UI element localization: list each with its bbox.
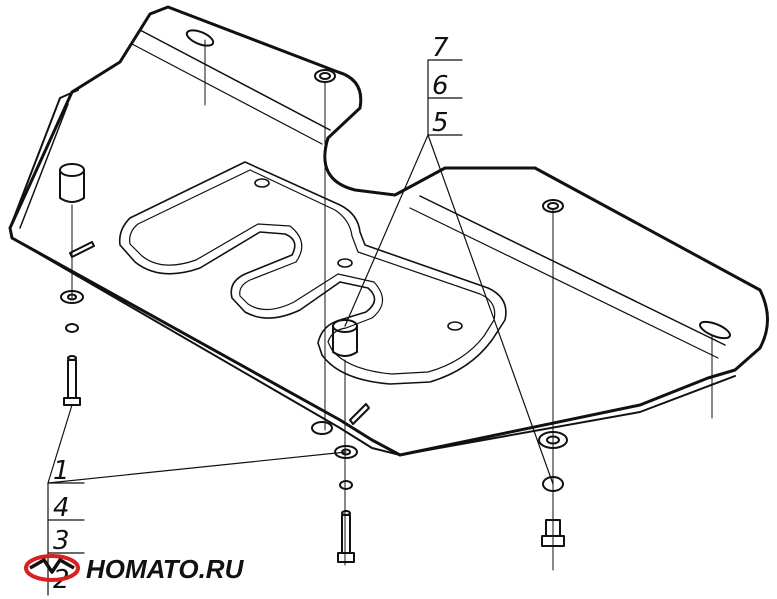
weld-nut-top: [314, 69, 336, 83]
hole-lower: [447, 321, 463, 331]
assembly-axes: [71, 39, 713, 571]
callout-leaders-left: [47, 404, 347, 596]
callout-7: 7: [432, 33, 449, 63]
left-flange-inner: [19, 103, 69, 229]
stamped-rib-inner: [129, 169, 496, 375]
callout-1: 1: [53, 456, 70, 486]
callout-leaders-right: [344, 59, 554, 485]
spacer-bushing-center: [332, 319, 358, 357]
right-bend-line-2: [409, 207, 719, 359]
skid-plate-outline: [8, 5, 769, 457]
spacer-bushing-left: [59, 163, 85, 203]
upper-bend-line: [139, 29, 331, 131]
mounting-slot-right: [698, 320, 732, 340]
right-bend-line: [419, 195, 726, 346]
tab-left: [69, 241, 95, 258]
callout-3: 3: [53, 526, 70, 556]
mounting-slot-top: [185, 29, 215, 47]
callout-group-right: 7 6 5: [432, 33, 449, 138]
upper-bend-line-2: [131, 43, 323, 145]
hole-upper: [254, 178, 270, 188]
callout-6: 6: [432, 71, 449, 101]
fastener-stack-left: [60, 290, 84, 406]
tab-center: [349, 403, 370, 425]
plate-front-edge: [11, 237, 401, 456]
homato-logo-icon: [24, 554, 80, 582]
stamped-rib-outer: [118, 161, 507, 385]
homato-logo-text: НОМАТО.RU: [86, 554, 245, 584]
callout-5: 5: [432, 108, 449, 138]
fastener-stack-right: [538, 431, 568, 547]
callout-4: 4: [53, 493, 70, 523]
homato-watermark: НОМАТО.RU: [24, 554, 245, 584]
callout-group-left: 1 4 3 2: [53, 456, 70, 595]
left-flange: [9, 89, 79, 229]
plate-right-edge: [399, 375, 736, 456]
hole-center: [337, 258, 353, 268]
fastener-stack-center: [311, 421, 358, 563]
